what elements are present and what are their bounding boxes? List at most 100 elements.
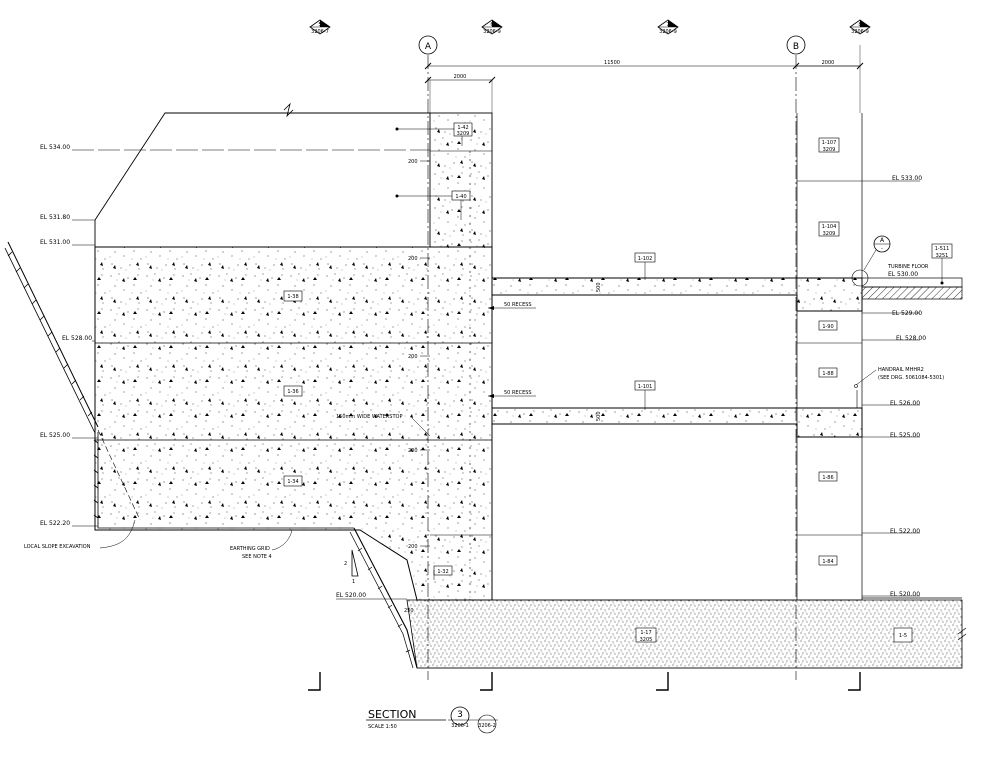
slope-excavation-note: LOCAL SLOPE EXCAVATION xyxy=(24,519,136,550)
dimension-middle: 11500 xyxy=(604,60,620,66)
tag-text: 1-84 xyxy=(822,559,833,565)
wall-dimensions: 200 200 200 200 200 250 xyxy=(404,159,430,614)
tag-1-511[interactable]: 1-511 3251 xyxy=(931,243,953,285)
section-marker-ref: 3206-9 xyxy=(483,29,501,35)
tag-text: 1-104 xyxy=(822,224,837,230)
top-dimensions: 2000 11500 2000 xyxy=(424,60,864,84)
tag-text: 1-5 xyxy=(899,633,907,639)
section-marker-ref: 3206-9 xyxy=(851,29,869,35)
slope-ratio-vertical: 2 xyxy=(344,561,347,567)
tag-text: 1-86 xyxy=(822,475,833,481)
dim-250: 250 xyxy=(404,608,414,614)
dim-200: 200 xyxy=(408,256,418,262)
tag-text: 3205 xyxy=(640,637,653,643)
elevation-label: EL 529.00 xyxy=(892,310,922,317)
dim-200: 200 xyxy=(408,354,418,360)
section-ref: 3206-2 xyxy=(478,723,496,729)
elevation-label: EL 525.00 xyxy=(40,432,70,439)
tag-1-34[interactable]: 1-34 xyxy=(283,475,303,487)
elevation-label: EL 520.00 xyxy=(890,591,920,598)
tag-text: 1-17 xyxy=(640,630,651,636)
tag-1-104[interactable]: 1-104 3209 xyxy=(818,221,840,237)
tag-1-17[interactable]: 1-17 3205 xyxy=(635,627,657,643)
dim-200: 200 xyxy=(408,448,418,454)
tag-1-107[interactable]: 1-107 3209 xyxy=(818,137,840,153)
tag-text: 3251 xyxy=(936,253,949,259)
right-wall xyxy=(492,113,962,601)
base-slab xyxy=(406,599,967,669)
tag-1-36[interactable]: 1-36 xyxy=(283,385,303,397)
section-marker-ref: 3206-7 xyxy=(311,29,329,35)
tag-text: 1-107 xyxy=(822,140,837,146)
tag-1-40[interactable]: 1-40 xyxy=(395,190,471,220)
section-marker-5[interactable]: 5 3206-7 xyxy=(309,19,331,35)
elevation-label: EL 534.00 xyxy=(40,144,70,151)
tag-1-90[interactable]: 1-90 xyxy=(818,320,838,331)
section-marker-ref: 3206-9 xyxy=(659,29,677,35)
dim-500: 500 xyxy=(596,282,602,292)
note-text: SEE NOTE 4 xyxy=(242,554,272,560)
turbine-floor-label: TURBINE FLOOR xyxy=(887,264,929,270)
detail-marker-a[interactable]: A - xyxy=(851,235,891,287)
tag-1-5[interactable]: 1-5 xyxy=(893,627,913,643)
note-text: 50 RECESS xyxy=(504,390,532,396)
tag-text: 1-32 xyxy=(437,569,448,575)
slope-ratio: 2 1 xyxy=(344,561,355,585)
recess-note-lower: 50 RECESS xyxy=(488,390,536,398)
tag-1-88[interactable]: 1-88 xyxy=(818,367,838,378)
tag-text: 3209 xyxy=(457,131,470,137)
bottom-cut-arrows xyxy=(308,672,861,691)
tag-text: 1-101 xyxy=(638,384,653,390)
section-marker-number: 6 xyxy=(490,22,493,28)
waterstop-note: 150mm WIDE WATERSTOP xyxy=(336,414,431,437)
section-scale: SCALE 1:50 xyxy=(368,724,397,730)
elevation-label: EL 528.00 xyxy=(62,335,92,342)
tag-text: 3209 xyxy=(823,231,836,237)
left-elevations: EL 534.00 EL 531.80 EL 531.00 EL 528.00 … xyxy=(40,144,430,600)
floor-slabs xyxy=(491,277,963,438)
section-marker-7[interactable]: 7 3206-9 xyxy=(657,19,679,35)
section-title: SECTION SCALE 1:50 3 3206-1 3206-2 xyxy=(366,706,498,734)
tag-1-84[interactable]: 1-84 xyxy=(818,555,838,566)
elevation-label: EL 525.00 xyxy=(890,432,920,439)
elevation-label: EL 531.80 xyxy=(40,214,70,221)
slope-ratio-horizontal: 1 xyxy=(352,579,355,585)
upper-wall xyxy=(94,102,430,247)
recess-note-upper: 50 RECESS xyxy=(488,302,536,310)
section-title-text: SECTION xyxy=(368,708,416,721)
section-marker-number: 5 xyxy=(318,22,321,28)
grid-label: B xyxy=(793,42,799,52)
tag-text: 1-90 xyxy=(822,324,833,330)
tag-text: 1-88 xyxy=(822,371,833,377)
grid-bubble-b[interactable]: B xyxy=(786,35,806,55)
detail-marker-letter: A xyxy=(880,237,885,244)
handrail-note: HANDRAIL MHHR2 (SEE DRG. 5061084-5301) xyxy=(854,367,944,408)
tag-text: 1-38 xyxy=(287,294,298,300)
dim-200: 200 xyxy=(408,159,418,165)
section-marker-number: 8 xyxy=(858,22,861,28)
tag-1-32[interactable]: 1-32 xyxy=(433,565,453,580)
note-text: LOCAL SLOPE EXCAVATION xyxy=(24,544,91,550)
concrete-mass xyxy=(94,112,493,601)
tag-1-42[interactable]: 1-42 3209 xyxy=(395,122,473,146)
tag-1-38[interactable]: 1-38 xyxy=(283,290,303,302)
tag-text: 1-34 xyxy=(287,479,298,485)
elevation-label: EL 520.00 xyxy=(336,592,366,599)
earthing-grid-note: EARTHING GRID SEE NOTE 4 xyxy=(230,529,293,560)
elevation-label: EL 526.00 xyxy=(890,400,920,407)
elevation-label: EL 528.00 xyxy=(896,335,926,342)
section-marker-8[interactable]: 8 3206-9 xyxy=(849,19,871,35)
section-ref: 3206-1 xyxy=(451,723,469,729)
tag-1-101[interactable]: 1-101 xyxy=(634,380,656,410)
section-number: 3 xyxy=(457,710,463,720)
note-text: 150mm WIDE WATERSTOP xyxy=(336,414,402,420)
dimension-right: 2000 xyxy=(822,60,835,66)
slab-thickness: 500 500 xyxy=(596,282,602,421)
tag-1-102[interactable]: 1-102 xyxy=(634,252,656,280)
dim-500: 500 xyxy=(596,411,602,421)
elevation-label: EL 522.00 xyxy=(890,528,920,535)
grid-bubble-a[interactable]: A xyxy=(418,35,438,55)
tag-1-86[interactable]: 1-86 xyxy=(818,471,838,482)
section-marker-6[interactable]: 6 3206-9 xyxy=(481,19,503,35)
